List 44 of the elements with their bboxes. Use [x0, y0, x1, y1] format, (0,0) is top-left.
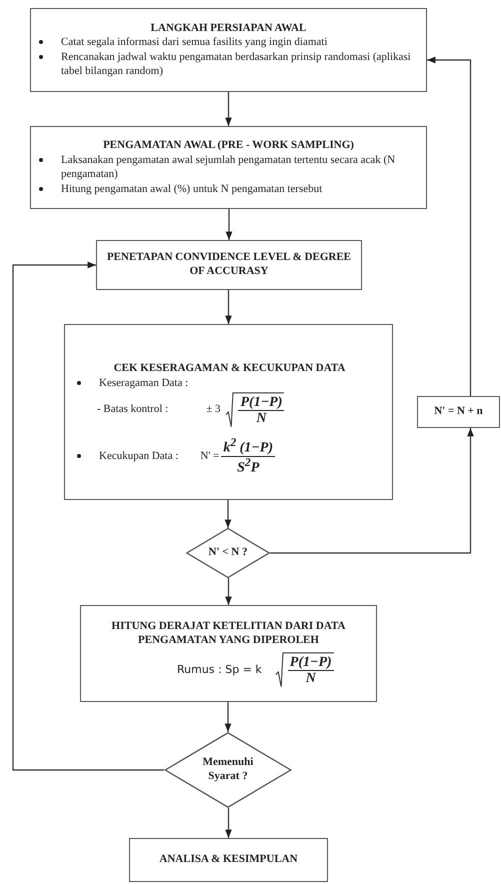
formula-denominator: S$^{2}$P [237, 456, 260, 476]
bullet-item: Rencanakan jadwal waktu pengamatan berdasarkan prinsip randomasi (aplikasi tabel bilangan random) [61, 50, 412, 78]
process-box [30, 126, 427, 209]
step-title: LANGKAH PERSIAPAN AWAL [150, 22, 308, 36]
formula-numerator: k$^{2}$ (1−P) [221, 436, 275, 457]
formula-label: Rumus : Sp = k [177, 662, 262, 676]
decision-diamond [186, 528, 270, 578]
step-title: PENGAMATAN AWAL (PRE - WORK SAMPLING) [102, 139, 355, 153]
bullet-item: Kecukupan Data : [99, 449, 178, 464]
arrow [12, 262, 164, 771]
arrow [427, 56, 472, 396]
bullet-item: Keseragaman Data : [99, 376, 188, 390]
arrow [226, 209, 232, 240]
step-title: HITUNG DERAJAT KETELITIAN DARI DATA PENGAMATAN YANG DIPEROLEH [110, 620, 346, 648]
formula-numerator: P(1−P) [288, 654, 334, 672]
formula-term: N' = [200, 450, 220, 462]
arrow [225, 578, 232, 605]
process-box [417, 396, 500, 428]
arrow [225, 290, 232, 324]
process-box [30, 8, 427, 92]
step-title: N' = N + n [433, 405, 484, 419]
process-box [96, 240, 362, 290]
step-title: PENETAPAN CONVIDENCE LEVEL & DEGREE OF ACCURASY [106, 251, 352, 279]
arrow [270, 428, 474, 554]
step-title: CEK KESERAGAMAN & KECUKUPAN DATA [112, 362, 346, 376]
bullet-item: Hitung pengamatan awal (%) untuk N pengamatan tersebut [61, 182, 322, 196]
decision-label: N' < N ? [208, 546, 248, 560]
process-box [129, 838, 328, 882]
arrow [224, 500, 232, 528]
bullet-item: Catat segala informasi dari semua fasilits yang ingin diamati [61, 35, 328, 50]
process-box [64, 324, 393, 500]
formula-numerator: P(1−P) [238, 395, 284, 412]
arrow [225, 808, 232, 838]
formula-label: - Batas kontrol : [97, 403, 168, 416]
bullet-item: Laksanakan pengamatan awal sejumlah pengamatan tertentu secara acak (N pengamatan) [61, 152, 396, 182]
decision-diamond [164, 732, 292, 808]
step-title: ANALISA & KESIMPULAN [158, 853, 299, 867]
formula-denominator: N [306, 671, 316, 687]
formula-term: ± 3 [206, 403, 220, 416]
decision-label: Memenuhi Syarat ? [202, 756, 254, 784]
formula-denominator: N [256, 411, 266, 427]
process-box [80, 605, 377, 702]
arrow [225, 92, 232, 126]
arrow [224, 702, 232, 732]
